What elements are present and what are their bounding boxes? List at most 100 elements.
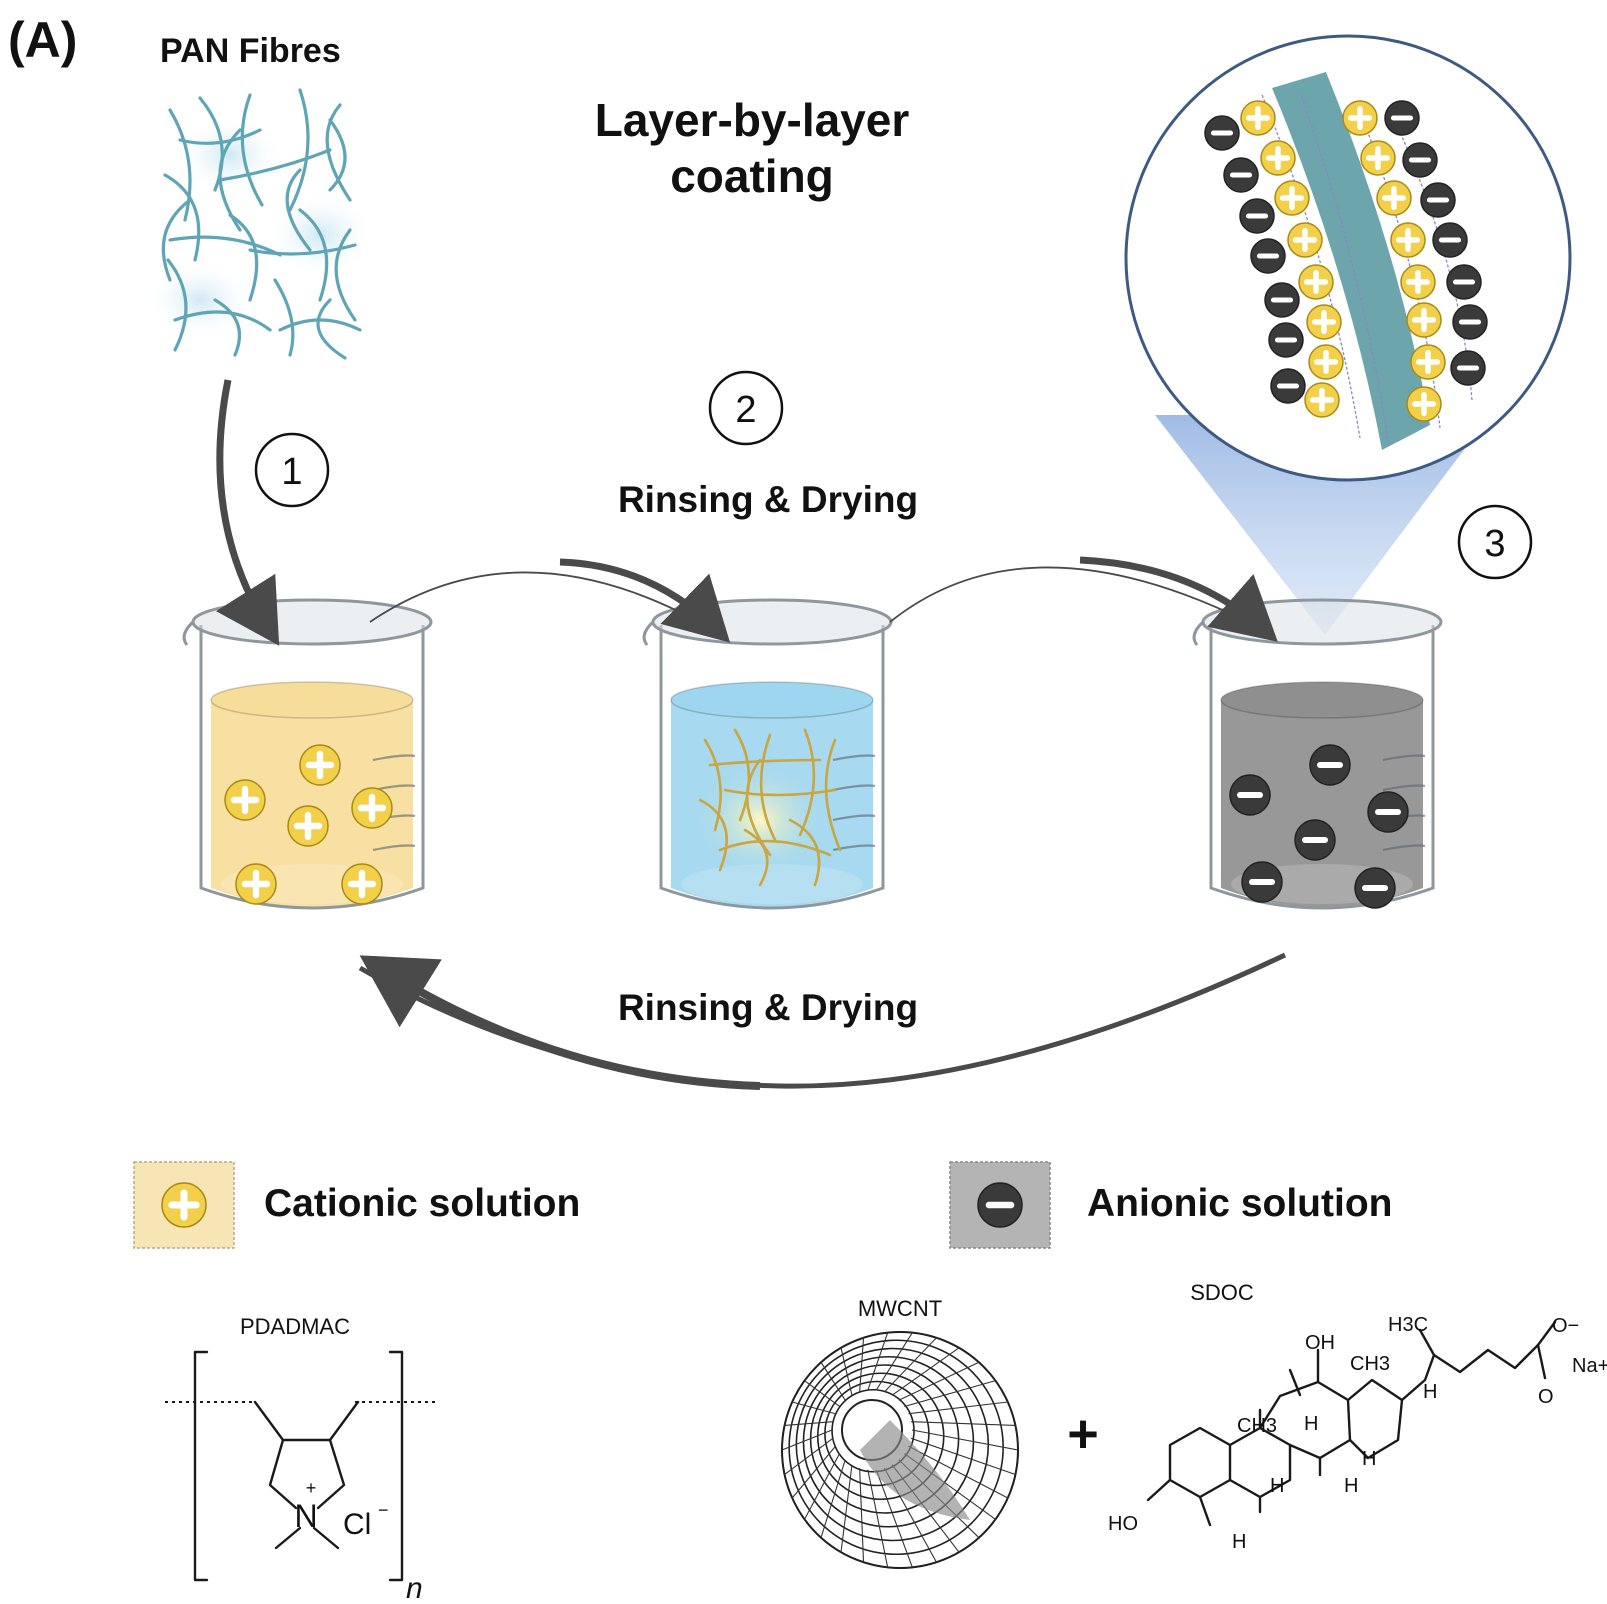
beaker-cationic <box>182 598 433 910</box>
fibre-strand <box>328 118 347 192</box>
fibre-strand <box>166 258 188 352</box>
legend-cationic: Cationic solution <box>133 1161 580 1249</box>
sdoc-o-minus: O− <box>1552 1315 1579 1337</box>
arrow-fibres-to-beaker-1 <box>216 379 280 646</box>
step-2-number: 2 <box>735 389 756 431</box>
minus-charge-icon <box>1294 819 1336 861</box>
fibre-strand <box>213 298 242 357</box>
plus-charge-icon <box>1306 304 1342 340</box>
plus-charge-icon <box>351 787 393 829</box>
legend-anionic: Anionic solution <box>949 1161 1392 1249</box>
sdoc-name: SDOC <box>1190 1280 1254 1305</box>
fibre-strand <box>173 310 272 332</box>
minus-charge-icon <box>1309 744 1351 786</box>
sdoc-h-a: H <box>1304 1413 1318 1435</box>
sdoc-ch3-top: CH3 <box>1350 1353 1390 1375</box>
minus-charge-icon <box>1402 142 1438 178</box>
beaker-anionic <box>1192 598 1443 910</box>
plus-charge-icon <box>1287 222 1323 258</box>
minus-charge-icon <box>1432 222 1468 258</box>
plus-charge-icon <box>1390 222 1426 258</box>
plus-charge-icon <box>1260 140 1296 176</box>
pdadmac-structure: PDADMAC N + Cl − n <box>165 1314 435 1604</box>
nanotube-icon <box>781 1331 1019 1569</box>
step-1-number: 1 <box>281 451 302 493</box>
legend-anionic-label: Anionic solution <box>1087 1182 1392 1225</box>
minus-charge-icon <box>1446 264 1482 300</box>
fibre-strand <box>168 235 282 257</box>
minus-charge-icon <box>1204 115 1240 151</box>
rinse-label-bottom: Rinsing & Drying <box>618 987 918 1028</box>
minus-charge-icon <box>1223 157 1259 193</box>
pan-fibres-icon <box>145 88 375 360</box>
plus-charge-icon <box>1308 344 1344 380</box>
minus-charge-icon <box>977 1182 1023 1228</box>
sdoc-h-b: H <box>1362 1448 1376 1470</box>
arrow-beaker-2-to-beaker-3 <box>889 566 1261 629</box>
title-line-1: Layer-by-layer <box>595 94 910 146</box>
sdoc-h-side: H <box>1423 1381 1437 1403</box>
minus-charge-icon <box>1264 282 1300 318</box>
mwcnt-structure: MWCNT <box>781 1296 1019 1569</box>
pdadmac-plus: + <box>306 1478 317 1498</box>
sdoc-h-c: H <box>1270 1475 1284 1497</box>
fibre-strand <box>325 103 352 202</box>
plus-charge-icon <box>224 779 266 821</box>
minus-charge-icon <box>1250 238 1286 274</box>
minus-charge-icon <box>1354 867 1396 909</box>
fibre-strand <box>278 318 362 332</box>
fibre-strand <box>163 173 201 262</box>
minus-charge-icon <box>1384 100 1420 136</box>
plus-sign: + <box>1067 1404 1099 1464</box>
plus-charge-icon <box>1406 302 1442 338</box>
fibre-strand <box>218 148 332 182</box>
sdoc-h3c: H3C <box>1388 1314 1428 1336</box>
plus-charge-icon <box>287 805 329 847</box>
step-1-marker: 1 <box>254 432 330 508</box>
pdadmac-counter-charge: − <box>378 1500 389 1520</box>
fibre-strand <box>161 198 192 282</box>
minus-charge-icon <box>1268 322 1304 358</box>
plus-charge-icon <box>299 744 341 786</box>
plus-charge-icon <box>1360 140 1396 176</box>
minus-charge-icon <box>1420 182 1456 218</box>
minus-charge-icon <box>1270 368 1306 404</box>
sdoc-structure: SDOC H3C OH CH3 CH3 O− Na+ O H H H H H H… <box>1108 1280 1607 1553</box>
minus-charge-icon <box>1239 198 1275 234</box>
pdadmac-repeat-n: n <box>406 1572 423 1604</box>
step-2-marker: 2 <box>708 370 784 446</box>
minus-charge-icon <box>1241 861 1283 903</box>
fibre-strand <box>285 168 312 252</box>
fibre-strand <box>316 298 347 360</box>
fibre-strand <box>273 278 295 357</box>
sdoc-h-d: H <box>1344 1475 1358 1497</box>
minus-charge-icon <box>1452 304 1488 340</box>
plus-charge-icon <box>1304 382 1340 418</box>
plus-charge-icon <box>1376 180 1412 216</box>
title-line-2: coating <box>670 150 834 202</box>
fibre-strand <box>218 128 242 232</box>
mwcnt-name: MWCNT <box>858 1296 942 1321</box>
plus-charge-icon <box>1298 264 1334 300</box>
fibre-strand <box>334 228 357 322</box>
arrow-beaker-1-to-beaker-2 <box>369 571 711 629</box>
step-3-marker: 3 <box>1457 504 1533 580</box>
fibre-strand <box>248 243 357 256</box>
plus-charge-icon <box>1274 180 1310 216</box>
fibre-strand <box>240 93 264 207</box>
plus-charge-icon <box>1240 100 1276 136</box>
sdoc-h-e: H <box>1232 1531 1246 1553</box>
fibre-strand <box>228 213 259 302</box>
zoom-circle <box>1124 34 1572 482</box>
pdadmac-nitrogen: N <box>294 1498 317 1534</box>
plus-charge-icon <box>1400 264 1436 300</box>
sdoc-o: O <box>1538 1386 1554 1408</box>
beaker-rinse <box>642 598 893 910</box>
plus-charge-icon <box>1342 100 1378 136</box>
plus-charge-icon <box>1406 386 1442 422</box>
sdoc-ch3-left: CH3 <box>1237 1415 1277 1437</box>
panel-label: (A) <box>8 12 77 68</box>
plus-charge-icon <box>341 863 383 905</box>
sdoc-na-plus: Na+ <box>1572 1355 1607 1377</box>
